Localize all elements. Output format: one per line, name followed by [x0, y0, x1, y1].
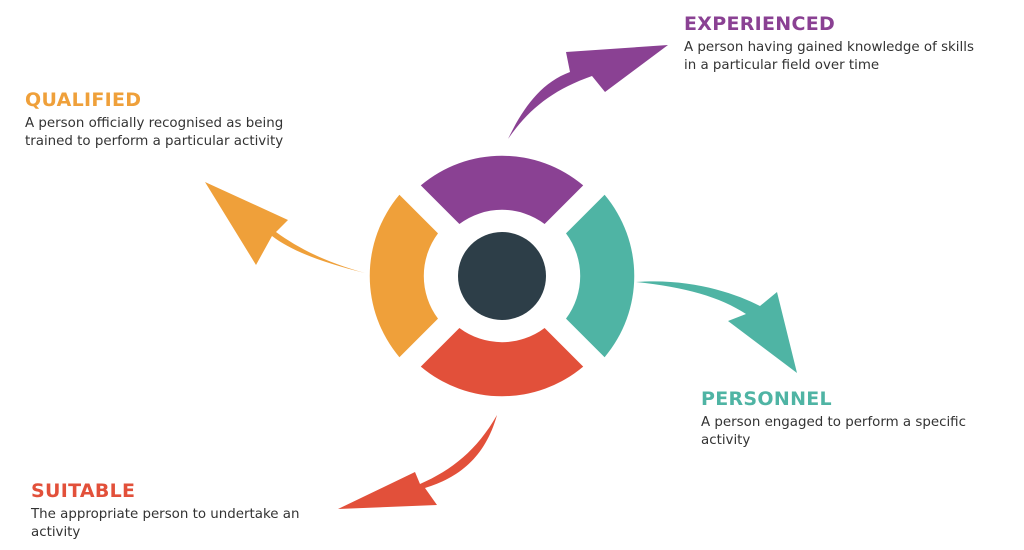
label-experienced: EXPERIENCED A person having gained knowl…	[684, 13, 984, 75]
label-qualified: QUALIFIED A person officially recognised…	[25, 89, 315, 151]
arrow-suitable	[338, 415, 497, 509]
description-personnel: A person engaged to perform a specific a…	[701, 415, 966, 448]
title-qualified: QUALIFIED	[25, 89, 142, 111]
title-experienced: EXPERIENCED	[684, 13, 836, 35]
ring-segment-suitable	[420, 328, 584, 397]
description-experienced: A person having gained knowledge of skil…	[684, 40, 974, 73]
label-personnel: PERSONNEL A person engaged to perform a …	[701, 388, 1001, 450]
label-suitable: SUITABLE The appropriate person to under…	[31, 480, 331, 542]
arrow-qualified	[205, 182, 365, 273]
arrow-personnel	[636, 281, 797, 373]
ring-segment-qualified	[369, 194, 438, 358]
ring	[369, 155, 635, 397]
arrow-experienced	[508, 45, 668, 139]
ring-segment-personnel	[566, 194, 635, 358]
center-circle	[458, 232, 546, 320]
title-personnel: PERSONNEL	[701, 388, 832, 410]
title-suitable: SUITABLE	[31, 480, 136, 502]
ring-segment-experienced	[420, 155, 584, 224]
description-suitable: The appropriate person to undertake an a…	[31, 507, 300, 540]
description-qualified: A person officially recognised as being …	[25, 116, 284, 149]
